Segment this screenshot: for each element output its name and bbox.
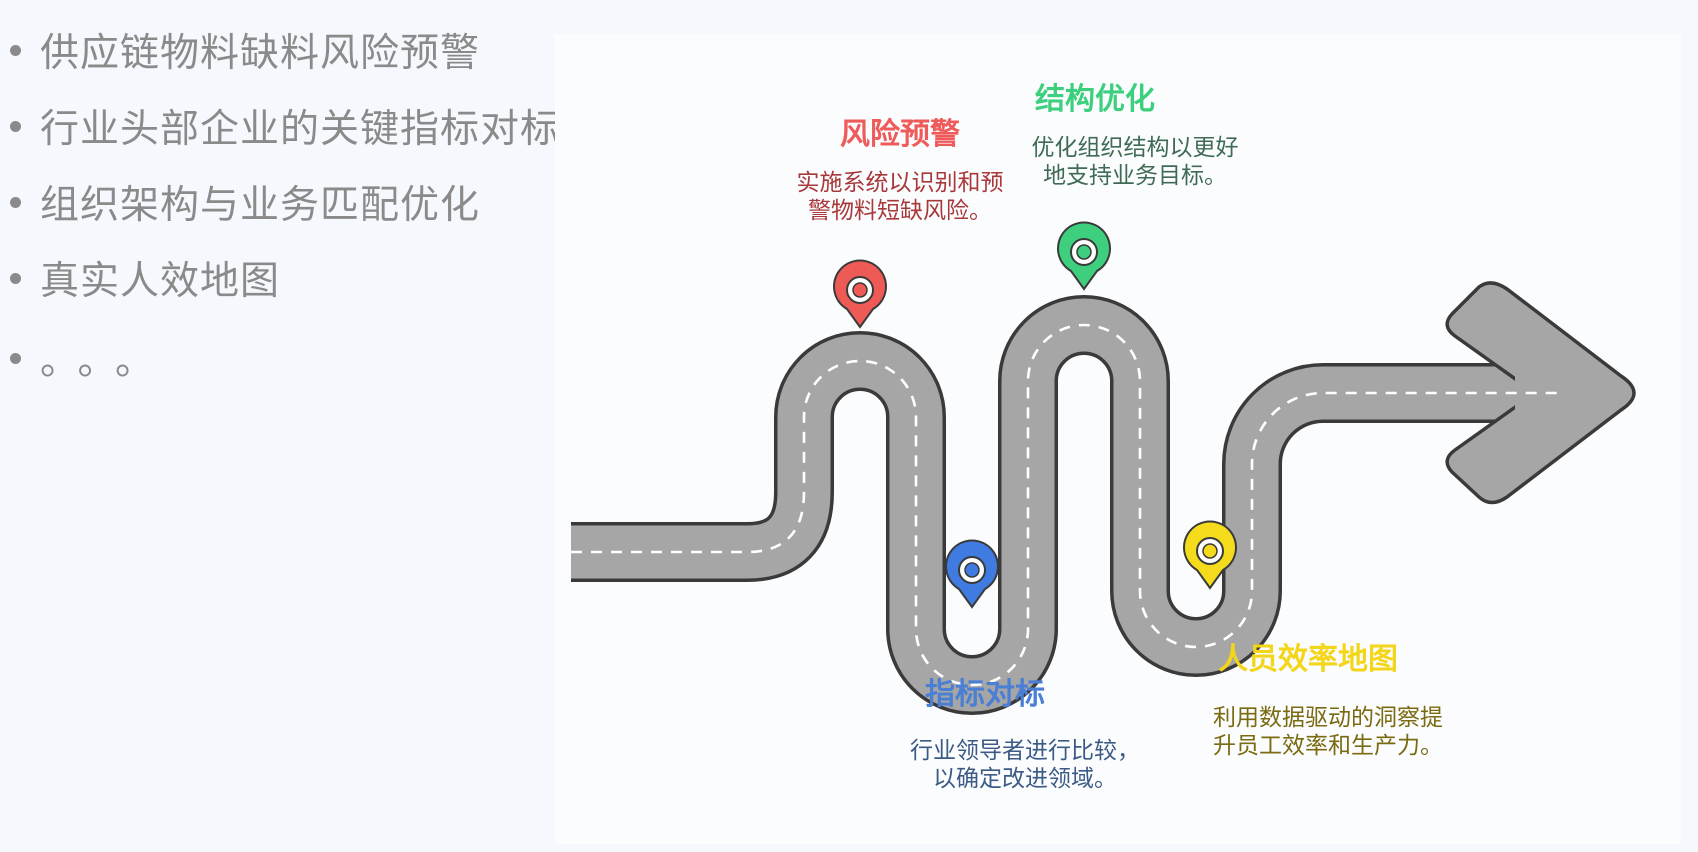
- milestone-description: 优化组织结构以更好 地支持业务目标。: [1031, 135, 1239, 189]
- bullet-item: 供应链物料缺料风险预警: [10, 22, 480, 78]
- bullet-item: 真实人效地图: [10, 250, 280, 306]
- road-lane-marking: [571, 323, 1565, 687]
- bullet-dot-icon: [10, 272, 21, 284]
- efficiency-pin-icon: [1183, 520, 1237, 590]
- bullet-dot-icon: [10, 352, 21, 364]
- bullet-text: 供应链物料缺料风险预警: [40, 31, 481, 76]
- milestone-title: 结构优化: [1035, 82, 1155, 117]
- bullet-item: 组织架构与业务匹配优化: [10, 174, 480, 230]
- road-graphic: [571, 221, 1636, 715]
- bullet-text: 真实人效地图: [40, 259, 281, 304]
- bullet-dot-icon: [10, 44, 21, 56]
- milestone-benchmark: 指标对标 行业领导者进行比较， 以确定改进领域。: [895, 669, 1155, 793]
- bullet-item: 。。。: [10, 330, 172, 386]
- milestone-description: 行业领导者进行比较， 以确定改进领域。: [910, 738, 1140, 792]
- bullet-text: 。。。: [40, 339, 173, 384]
- milestone-efficiency: 人员效率地图 利用数据驱动的洞察提 升员工效率和生产力。: [1183, 634, 1473, 760]
- bullet-dot-icon: [10, 196, 21, 208]
- road-surface: [571, 298, 1555, 712]
- roadmap-diagram: 风险预警 实施系统以识别和预 警物料短缺风险。 结构优化 优化组织结构以更好 地…: [555, 34, 1681, 844]
- benchmark-pin-icon: [945, 539, 999, 609]
- bullet-item: 行业头部企业的关键指标对标: [10, 98, 560, 154]
- milestone-title: 风险预警: [840, 117, 960, 152]
- milestone-structure: 结构优化 优化组织结构以更好 地支持业务目标。: [1005, 74, 1265, 190]
- structure-pin-icon: [1057, 221, 1111, 291]
- milestone-risk: 风险预警 实施系统以识别和预 警物料短缺风险。: [770, 109, 1030, 225]
- risk-pin-icon: [833, 259, 887, 329]
- bullet-dot-icon: [10, 120, 21, 132]
- bullet-text: 组织架构与业务匹配优化: [40, 183, 481, 228]
- bullet-text: 行业头部企业的关键指标对标: [40, 107, 561, 152]
- milestone-title: 指标对标: [925, 677, 1045, 712]
- milestone-description: 实施系统以识别和预 警物料短缺风险。: [796, 170, 1004, 224]
- bullet-list: 供应链物料缺料风险预警 行业头部企业的关键指标对标 组织架构与业务匹配优化 真实…: [0, 0, 560, 852]
- milestone-title: 人员效率地图: [1218, 642, 1398, 677]
- milestone-description: 利用数据驱动的洞察提 升员工效率和生产力。: [1213, 705, 1443, 759]
